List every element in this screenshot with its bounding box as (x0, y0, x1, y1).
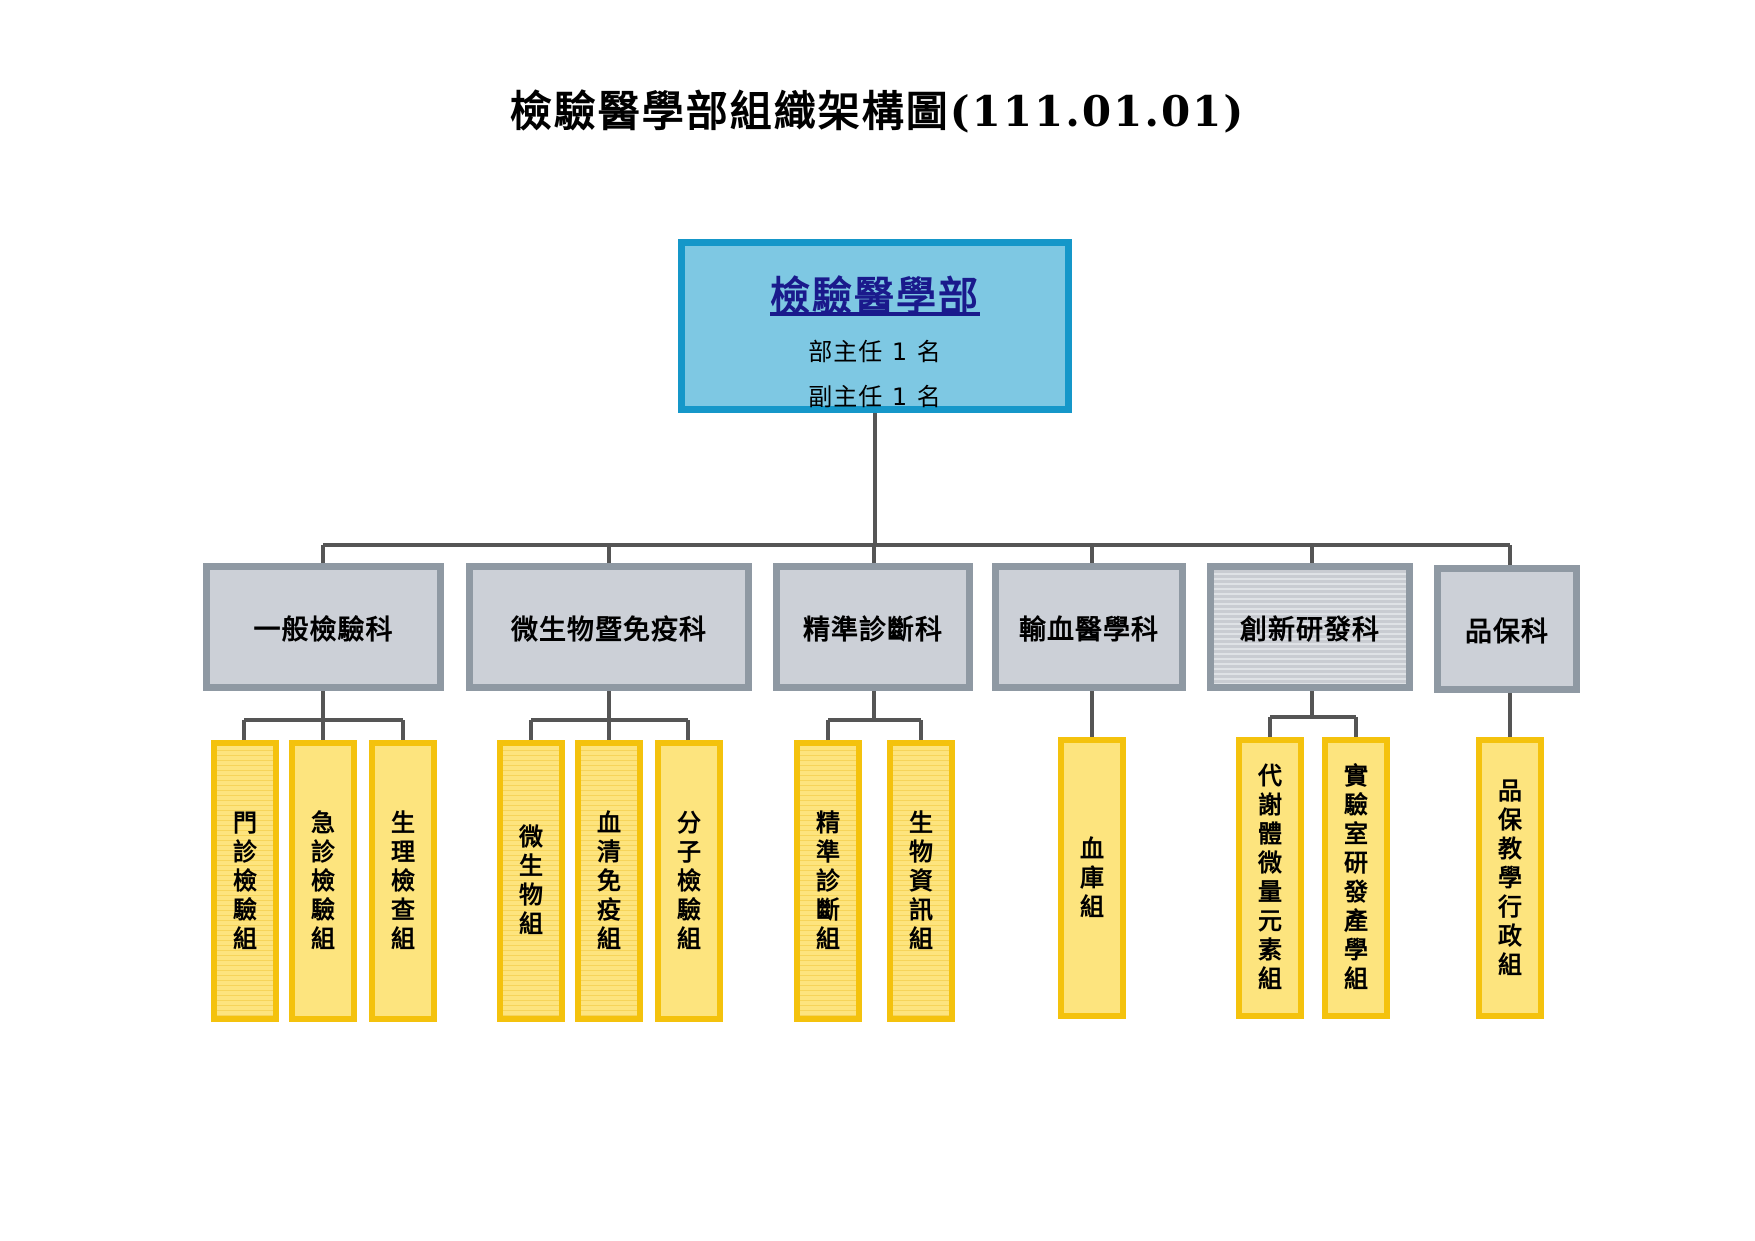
dept-box-general: 一般檢驗科 (203, 563, 444, 691)
unit-label: 實驗室研發產學組 (1344, 762, 1368, 993)
dept-label: 品保科 (1465, 616, 1549, 648)
unit-box: 精準診斷組 (794, 740, 862, 1022)
unit-label: 門診檢驗組 (233, 808, 257, 953)
unit-box: 血庫組 (1058, 737, 1126, 1019)
dept-box-quality: 品保科 (1434, 565, 1580, 693)
dept-box-innovation: 創新研發科 (1207, 563, 1413, 691)
unit-label: 生物資訊組 (909, 808, 933, 953)
unit-box: 微生物組 (497, 740, 565, 1022)
unit-box: 門診檢驗組 (211, 740, 279, 1022)
dept-label: 創新研發科 (1240, 614, 1380, 646)
unit-box: 品保教學行政組 (1476, 737, 1544, 1019)
dept-box-microbiology: 微生物暨免疫科 (466, 563, 752, 691)
unit-label: 血清免疫組 (597, 808, 621, 953)
dept-label: 微生物暨免疫科 (511, 614, 707, 646)
page-title: 檢驗醫學部組織架構圖(111.01.01) (509, 87, 1246, 136)
unit-label: 精準診斷組 (816, 808, 840, 953)
top-unit-director: 部主任 1 名 (808, 338, 942, 366)
unit-label: 分子檢驗組 (677, 808, 701, 953)
dept-box-transfusion: 輸血醫學科 (992, 563, 1186, 691)
dept-label: 輸血醫學科 (1019, 614, 1159, 646)
unit-label: 急診檢驗組 (311, 808, 335, 953)
unit-box: 急診檢驗組 (289, 740, 357, 1022)
top-unit-deputy: 副主任 1 名 (808, 383, 942, 411)
dept-box-precision: 精準診斷科 (773, 563, 973, 691)
top-unit-name[interactable]: 檢驗醫學部 (770, 273, 980, 320)
unit-box: 代謝體微量元素組 (1236, 737, 1304, 1019)
unit-label: 生理檢查組 (391, 808, 415, 953)
unit-box: 血清免疫組 (575, 740, 643, 1022)
dept-label: 一般檢驗科 (253, 614, 394, 646)
unit-box: 生物資訊組 (887, 740, 955, 1022)
unit-label: 品保教學行政組 (1498, 776, 1522, 979)
unit-box: 生理檢查組 (369, 740, 437, 1022)
unit-box: 分子檢驗組 (655, 740, 723, 1022)
unit-box: 實驗室研發產學組 (1322, 737, 1390, 1019)
unit-label: 微生物組 (519, 823, 543, 938)
dept-label: 精準診斷科 (803, 614, 943, 646)
unit-label: 代謝體微量元素組 (1258, 762, 1282, 993)
top-unit-box: 檢驗醫學部 部主任 1 名 副主任 1 名 (678, 239, 1072, 413)
unit-label: 血庫組 (1080, 834, 1104, 921)
